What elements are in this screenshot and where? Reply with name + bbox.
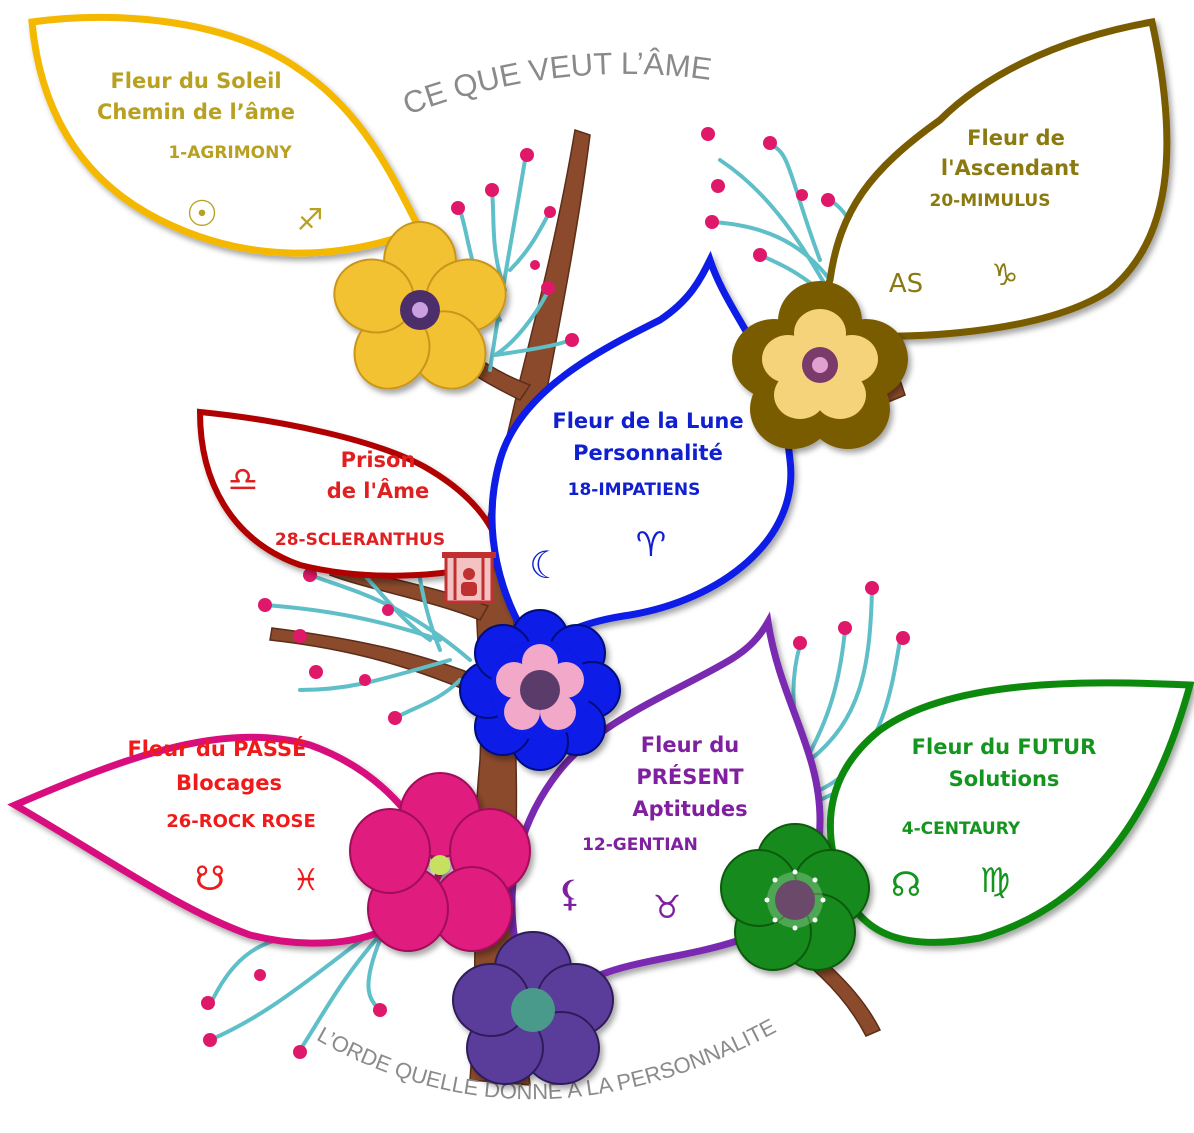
magenta-flower	[349, 772, 531, 952]
pisces-icon: ♓	[293, 863, 320, 898]
passe-line1: Fleur du PASSÉ	[127, 736, 306, 761]
present-labels: Fleur du PRÉSENT Aptitudes 12-GENTIAN ⚸ …	[557, 733, 748, 926]
present-line2: PRÉSENT	[636, 764, 744, 789]
soleil-remedy: 1-AGRIMONY	[168, 143, 292, 163]
prison-labels: Prison de l'Âme 28-SCLERANTHUS ♎	[228, 448, 445, 550]
ascendant-remedy: 20-MIMULUS	[930, 191, 1051, 211]
purple-flower	[452, 931, 614, 1085]
futur-line2: Solutions	[949, 767, 1060, 791]
olive-flower	[732, 281, 908, 449]
futur-labels: Fleur du FUTUR Solutions 4-CENTAURY ☊ ♍	[891, 735, 1096, 905]
soleil-labels: Fleur du Soleil Chemin de l’âme 1-AGRIMO…	[97, 69, 323, 238]
prison-line1: Prison	[341, 448, 416, 472]
ascendant-labels: Fleur de l'Ascendant 20-MIMULUS AS ♑	[889, 126, 1079, 299]
sun-icon: ☉	[186, 194, 218, 235]
taurus-icon: ♉	[653, 888, 682, 926]
ascendant-line2: l'Ascendant	[941, 156, 1079, 180]
libra-icon: ♎	[228, 460, 258, 500]
ascendant-line1: Fleur de	[967, 126, 1065, 150]
leaf-soleil	[28, 13, 425, 257]
passe-labels: Fleur du PASSÉ Blocages 26-ROCK ROSE ☋ ♓	[127, 736, 319, 899]
green-flower	[720, 823, 870, 971]
lune-labels: Fleur de la Lune Personnalité 18-IMPATIE…	[529, 409, 744, 587]
top-arc-title: CE QUE VEUT L’ÂME	[398, 46, 714, 122]
present-remedy: 12-GENTIAN	[582, 835, 698, 855]
north-node-icon: ☊	[891, 865, 921, 905]
capricorn-icon: ♑	[992, 258, 1019, 293]
lilith-icon: ⚸	[557, 874, 583, 915]
futur-line1: Fleur du FUTUR	[912, 735, 1097, 759]
ascendant-as-label: AS	[889, 269, 923, 299]
sagittarius-icon: ♐	[297, 203, 324, 238]
south-node-icon: ☋	[195, 859, 225, 899]
soleil-line1: Fleur du Soleil	[110, 69, 281, 93]
prison-cell-icon	[442, 552, 496, 604]
lune-line1: Fleur de la Lune	[552, 409, 743, 433]
blue-flower	[459, 609, 621, 771]
aries-icon: ♈	[636, 525, 666, 565]
futur-remedy: 4-CENTAURY	[902, 819, 1021, 839]
lune-line2: Personnalité	[573, 441, 723, 465]
present-line3: Aptitudes	[632, 797, 747, 821]
prison-remedy: 28-SCLERANTHUS	[275, 530, 445, 550]
leaf-futur	[826, 679, 1194, 946]
passe-line2: Blocages	[176, 771, 282, 795]
present-line1: Fleur du	[641, 733, 739, 757]
virgo-icon: ♍	[980, 861, 1010, 901]
soleil-line2: Chemin de l’âme	[97, 100, 295, 124]
moon-icon: ☾	[529, 543, 563, 587]
lune-remedy: 18-IMPATIENS	[568, 480, 701, 500]
yellow-flower	[333, 221, 507, 390]
passe-remedy: 26-ROCK ROSE	[166, 811, 316, 832]
prison-line2: de l'Âme	[327, 478, 430, 503]
